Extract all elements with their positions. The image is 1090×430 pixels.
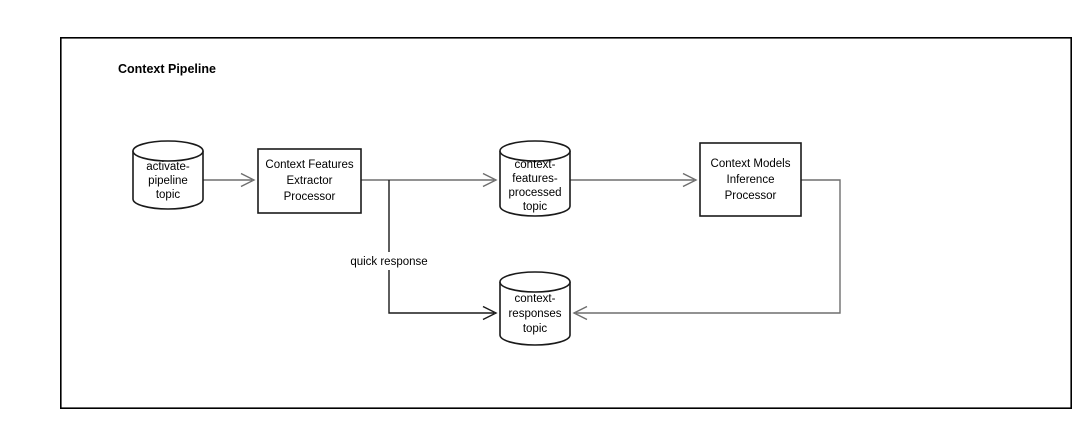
node-context-responses-topic[interactable]: context- responses topic <box>499 271 571 346</box>
node-label-line: responses <box>508 308 561 320</box>
node-activate-pipeline-topic[interactable]: activate- pipeline topic <box>132 140 204 210</box>
quick-response-label-backdrop <box>341 252 437 270</box>
node-label-line: activate- <box>146 161 190 173</box>
edge-activate-to-extractor <box>203 172 256 188</box>
node-label-line: Context Models <box>711 158 791 170</box>
node-label-line: topic <box>523 323 548 335</box>
edge-features-processed-to-inference <box>570 172 698 188</box>
node-label-line: Inference <box>727 174 775 186</box>
node-label-line: Processor <box>725 190 777 202</box>
node-label-line: Context Features <box>265 159 353 171</box>
node-label-line: topic <box>156 189 181 201</box>
edge-quick-response <box>388 180 498 321</box>
node-label-line: topic <box>523 201 548 213</box>
quick-response-label: quick response <box>350 256 427 268</box>
node-context-models-inference-processor[interactable]: Context Models Inference Processor <box>699 142 802 217</box>
node-label-line: pipeline <box>148 175 188 187</box>
page-title: Context Pipeline <box>118 62 216 76</box>
edge-extractor-to-features-processed <box>361 172 498 188</box>
diagram-frame <box>59 36 1073 409</box>
node-label-line: processed <box>508 187 561 199</box>
node-label-line: Processor <box>284 191 336 203</box>
node-label-line: context- <box>515 159 556 171</box>
edge-inference-to-responses <box>572 179 841 321</box>
node-label-line: Extractor <box>286 175 332 187</box>
node-context-features-processed-topic[interactable]: context- features- processed topic <box>499 140 571 217</box>
node-context-features-extractor-processor[interactable]: Context Features Extractor Processor <box>257 148 362 214</box>
node-label-line: context- <box>515 293 556 305</box>
node-label-line: features- <box>512 173 558 185</box>
